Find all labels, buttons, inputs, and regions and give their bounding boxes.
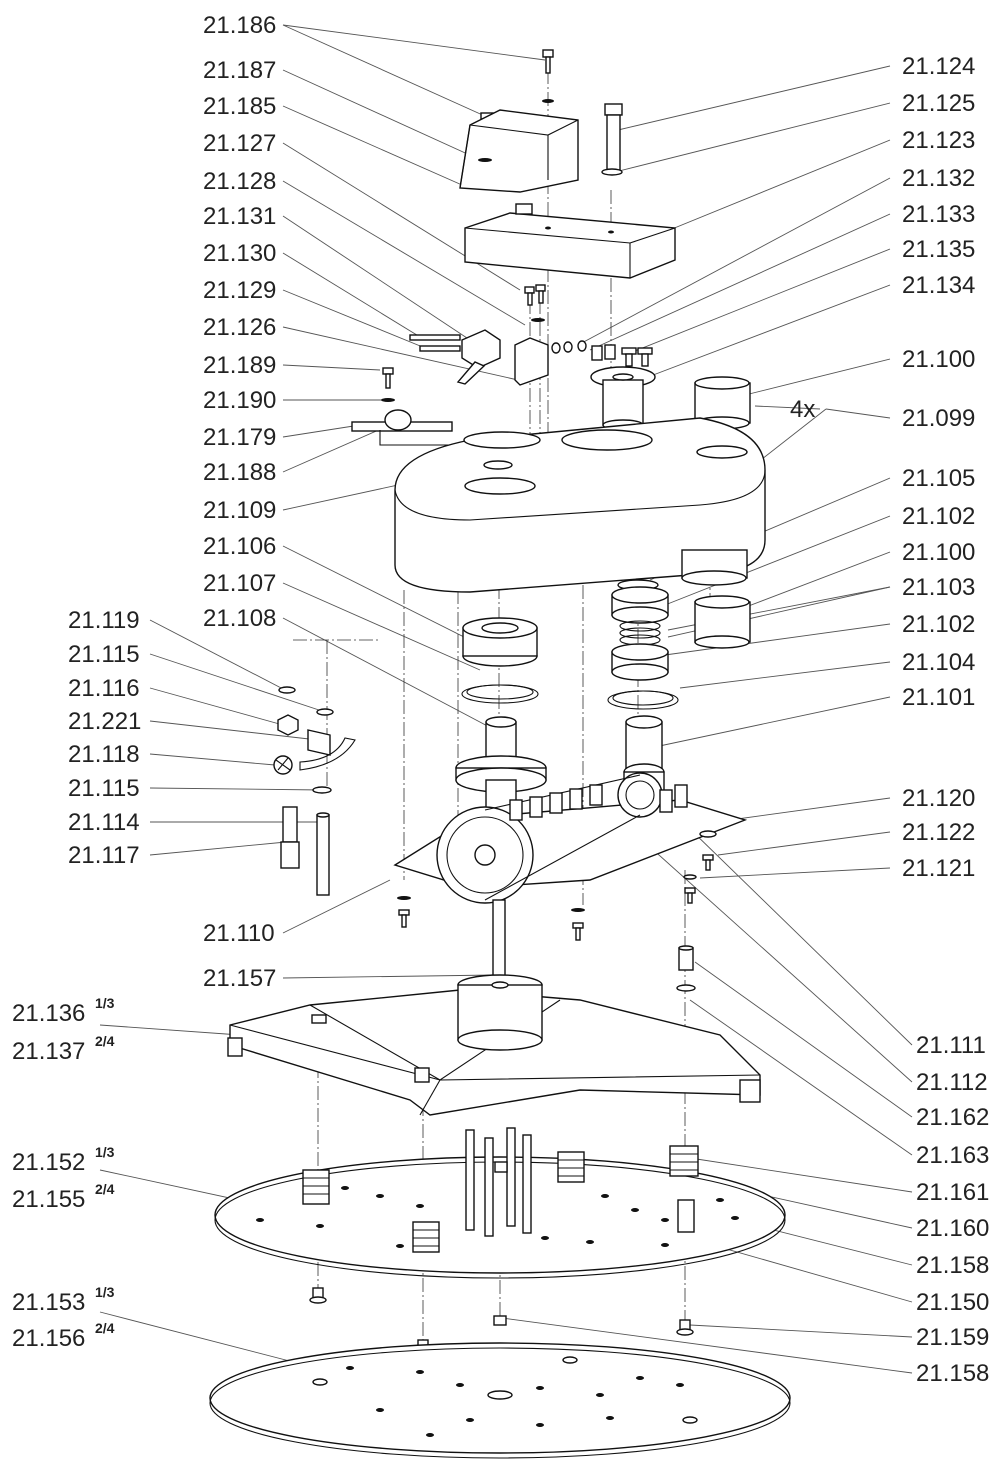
label-21179: 21.179 [203,424,276,451]
label-21118: 21.118 [68,741,140,768]
label-21106: 21.106 [203,533,276,560]
label-21161: 21.161 [916,1179,989,1206]
label-21101: 21.101 [902,684,975,711]
gearbox-housing-21099 [394,417,766,593]
label-21221: 21.221 [68,708,141,735]
right-labels: 21.124 21.125 21.123 21.132 21.133 21.13… [790,53,989,1387]
label-21156: 21.156 [12,1325,85,1352]
label-21185: 21.185 [203,93,276,120]
label-21099: 21.099 [902,405,975,432]
bolts-21150 [465,1127,695,1237]
label-21110: 21.110 [203,920,275,947]
label-21137-sup: 2/4 [95,1033,115,1049]
label-21115-upper: 21.115 [68,641,140,668]
spacer-21100-mid [694,595,751,649]
spring-plate-21152 [214,1156,786,1279]
label-21157: 21.157 [203,965,276,992]
label-21131: 21.131 [203,203,276,230]
switch-assembly-21130 [409,329,549,386]
label-21129: 21.129 [203,277,276,304]
label-21120: 21.120 [902,785,975,812]
label-21123: 21.123 [902,127,975,154]
label-21104: 21.104 [902,649,975,676]
springs-21161 [302,1145,699,1253]
label-21188: 21.188 [203,459,276,486]
label-21186: 21.186 [203,12,276,39]
frame-21136 [227,974,761,1116]
label-21152: 21.152 [12,1149,85,1176]
drive-hub-21108 [455,716,547,821]
label-21189: 21.189 [203,352,276,379]
label-21155-sup: 2/4 [95,1181,115,1197]
label-21156-sup: 2/4 [95,1320,115,1336]
label-21116: 21.116 [68,675,140,702]
retaining-ring-21107 [461,684,539,704]
label-21158-lower: 21.158 [916,1360,989,1387]
label-21137: 21.137 [12,1038,85,1065]
label-21122: 21.122 [902,819,975,846]
label-21111: 21.111 [916,1032,986,1059]
label-21100-upper: 21.100 [902,346,975,373]
label-21125: 21.125 [902,90,975,117]
label-21155: 21.155 [12,1186,85,1213]
bearing-stack-21102 [611,579,669,681]
label-21136: 21.136 [12,1000,85,1027]
housing-cover-21187 [459,109,579,193]
chain-plate-21110 [393,772,748,904]
label-21136-sup: 1/3 [95,995,115,1011]
label-21108: 21.108 [203,605,276,632]
label-21112: 21.112 [916,1069,988,1096]
label-21190: 21.190 [203,387,276,414]
label-21130: 21.130 [203,240,276,267]
label-21160: 21.160 [916,1215,989,1242]
label-21135: 21.135 [902,236,975,263]
label-21103: 21.103 [902,574,975,601]
label-21102-upper: 21.102 [902,503,975,530]
label-21153-sup: 1/3 [95,1284,115,1300]
left-sensor-parts [273,686,356,896]
label-21124: 21.124 [902,53,975,80]
label-21126: 21.126 [203,314,276,341]
label-21119: 21.119 [68,607,140,634]
label-21115-lower: 21.115 [68,775,140,802]
bolt-21124 [601,103,623,176]
label-21107: 21.107 [203,570,276,597]
shaft-21157 [492,899,506,981]
retaining-ring-21104 [607,690,679,710]
left-labels: 21.186 21.187 21.185 21.127 21.128 21.13… [12,12,276,1352]
label-21114: 21.114 [68,809,140,836]
label-21152-sup: 1/3 [95,1144,115,1160]
label-21105: 21.105 [902,465,975,492]
top-screw-21186 [542,49,554,103]
bottom-plate-21153 [209,1287,791,1459]
label-21102-lower: 21.102 [902,611,975,638]
washers-nuts-21132 [551,340,653,367]
small-screws-21128 [524,284,546,322]
label-21133: 21.133 [902,201,975,228]
label-21117: 21.117 [68,842,140,869]
label-21128: 21.128 [203,168,276,195]
label-21127: 21.127 [203,130,276,157]
plate-screws [397,854,714,941]
block-21123 [464,203,676,279]
label-21100-lower: 21.100 [902,539,975,566]
label-21153: 21.153 [12,1289,85,1316]
bushing-21134 [590,366,656,431]
sensor-21179 [351,409,455,446]
label-4x: 4x [790,396,815,423]
screws-21162 [676,945,696,992]
label-21158-upper: 21.158 [916,1252,989,1279]
label-21132: 21.132 [902,165,975,192]
label-21187: 21.187 [203,57,276,84]
label-21163: 21.163 [916,1142,989,1169]
label-21162: 21.162 [916,1104,989,1131]
label-21159: 21.159 [916,1324,989,1351]
label-21109: 21.109 [203,497,276,524]
label-21150: 21.150 [916,1289,989,1316]
label-21134: 21.134 [902,272,975,299]
small-screw-21189 [381,367,395,402]
label-21121: 21.121 [902,855,975,882]
bearing-21106 [462,617,538,667]
